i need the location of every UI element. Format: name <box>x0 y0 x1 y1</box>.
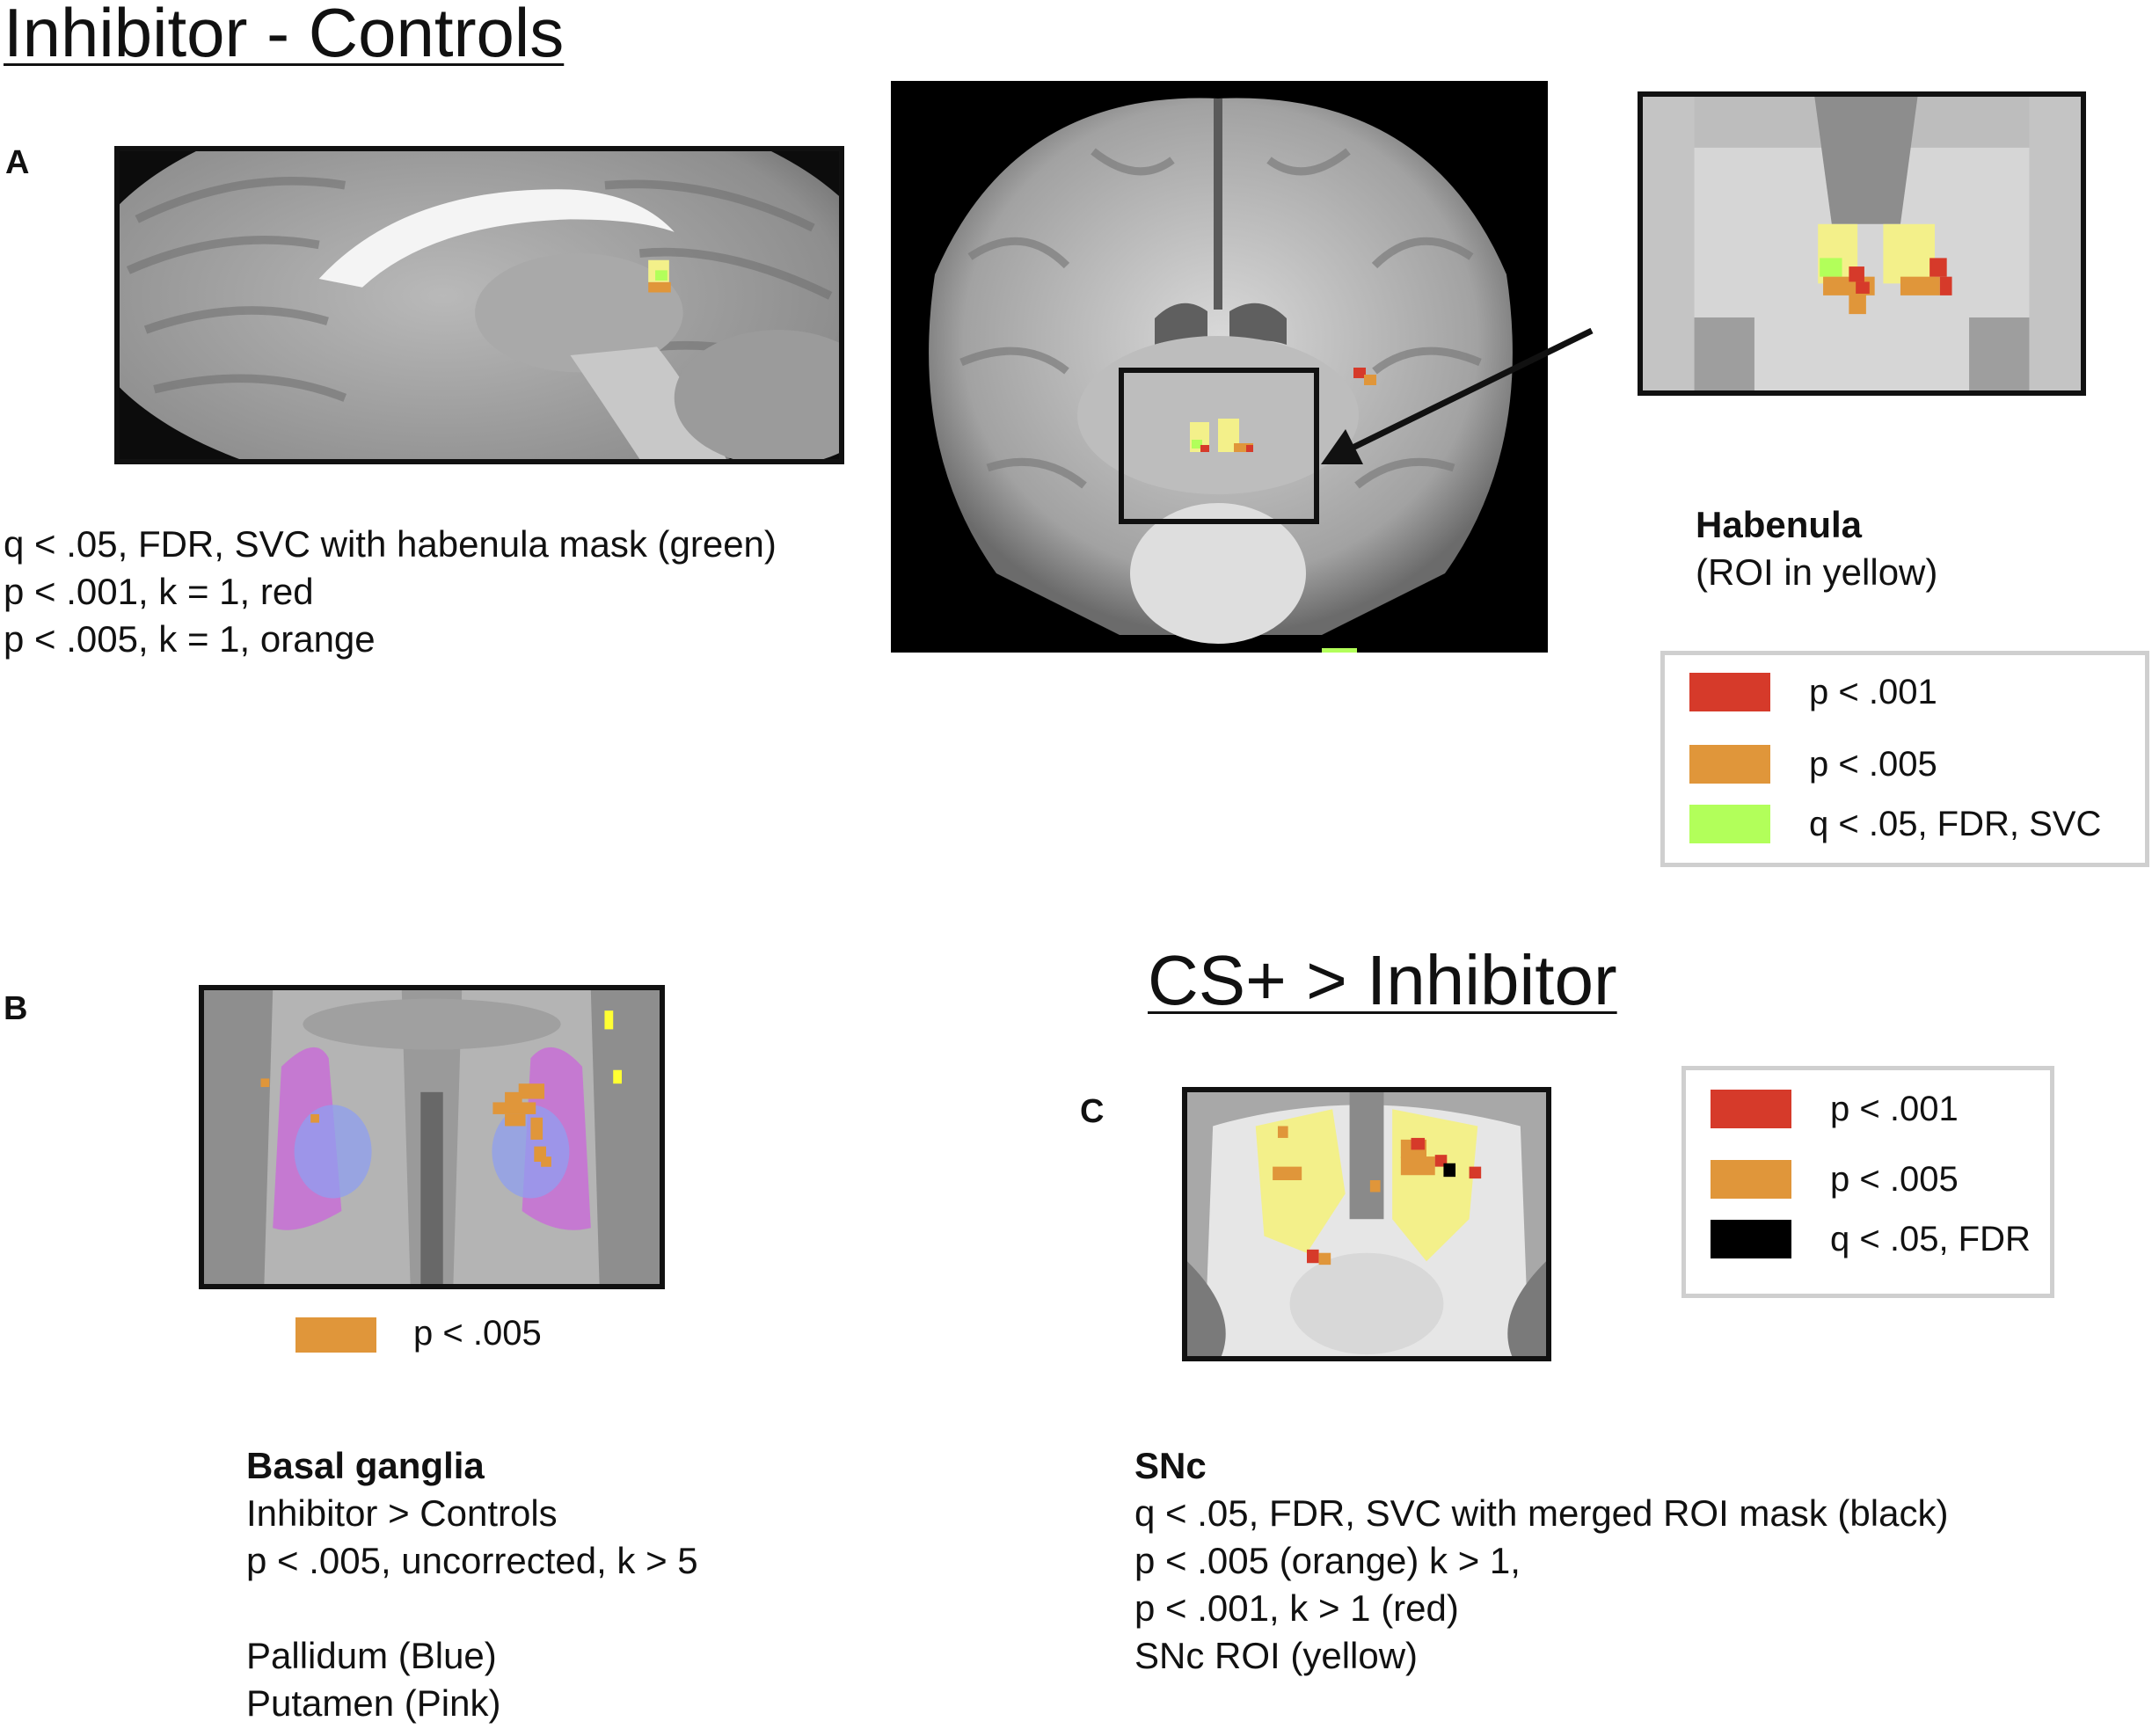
caption-spacer <box>246 1585 698 1632</box>
caption-line: q < .05, FDR, SVC with merged ROI mask (… <box>1134 1492 1949 1534</box>
caption-line: Putamen (Pink) <box>246 1682 501 1724</box>
panel-letter-b: B <box>4 990 28 1027</box>
zoom-region-box <box>1119 368 1319 524</box>
title-inhibitor-controls: Inhibitor - Controls <box>4 0 565 71</box>
legend-label: p < .001 <box>1809 672 1937 711</box>
caption-line: p < .001, k > 1 (red) <box>1134 1587 1459 1629</box>
legend-label: p < .001 <box>1830 1089 1959 1128</box>
basal-ganglia-heading: Basal ganglia <box>246 1445 485 1486</box>
snc-image <box>1182 1087 1551 1361</box>
legend-swatch-green <box>1689 805 1770 843</box>
legend-item: p < .005 <box>1689 743 1937 785</box>
legend-item: q < .05, FDR, SVC <box>1689 803 2101 845</box>
legend-label: q < .05, FDR, SVC <box>1809 804 2102 843</box>
caption-line: p < .005, uncorrected, k > 5 <box>246 1540 698 1581</box>
legend-swatch-orange <box>1711 1160 1791 1199</box>
caption-line: SNc ROI (yellow) <box>1134 1635 1419 1676</box>
panel-b-legend-swatch <box>295 1317 376 1353</box>
snc-legend: p < .001 p < .005 q < .05, FDR <box>1681 1066 2054 1298</box>
panel-c-caption: SNc q < .05, FDR, SVC with merged ROI ma… <box>1134 1442 1948 1680</box>
legend-label: q < .05, FDR <box>1830 1219 2031 1258</box>
habenula-zoom-image <box>1638 91 2086 396</box>
habenula-legend: p < .001 p < .005 q < .05, FDR, SVC <box>1660 651 2149 867</box>
panel-letter-a: A <box>5 144 30 181</box>
legend-item: q < .05, FDR <box>1711 1218 2031 1260</box>
caption-line: p < .005, k = 1, orange <box>4 618 376 660</box>
caption-line: p < .005 (orange) k > 1, <box>1134 1540 1521 1581</box>
habenula-caption: Habenula (ROI in yellow) <box>1696 501 1937 596</box>
title-cs-plus-inhibitor: CS+ > Inhibitor <box>1148 941 1617 1019</box>
legend-swatch-red <box>1711 1090 1791 1128</box>
habenula-subheading: (ROI in yellow) <box>1696 551 1938 593</box>
caption-line: p < .001, k = 1, red <box>4 571 314 612</box>
sagittal-brain-image <box>114 146 844 464</box>
legend-label: p < .005 <box>1830 1159 1959 1199</box>
caption-line: q < .05, FDR, SVC with habenula mask (gr… <box>4 523 777 565</box>
snc-heading: SNc <box>1134 1445 1207 1486</box>
caption-line: Inhibitor > Controls <box>246 1492 558 1534</box>
legend-swatch-black <box>1711 1220 1791 1258</box>
caption-line: Pallidum (Blue) <box>246 1635 497 1676</box>
habenula-heading: Habenula <box>1696 504 1863 545</box>
legend-swatch-orange <box>1689 745 1770 784</box>
legend-item: p < .001 <box>1711 1088 1959 1130</box>
panel-a-caption: q < .05, FDR, SVC with habenula mask (gr… <box>4 521 777 663</box>
legend-swatch-red <box>1689 673 1770 711</box>
legend-item: p < .001 <box>1689 671 1937 713</box>
basal-ganglia-image <box>199 985 665 1289</box>
arrow-to-zoom <box>1321 327 1594 464</box>
panel-b-caption: Basal ganglia Inhibitor > Controls p < .… <box>246 1442 698 1727</box>
legend-label: p < .005 <box>1809 744 1937 784</box>
coronal-brain-image <box>891 81 1548 653</box>
panel-letter-c: C <box>1080 1093 1105 1130</box>
panel-b-legend-label: p < .005 <box>413 1314 542 1353</box>
legend-item: p < .005 <box>1711 1158 1959 1200</box>
